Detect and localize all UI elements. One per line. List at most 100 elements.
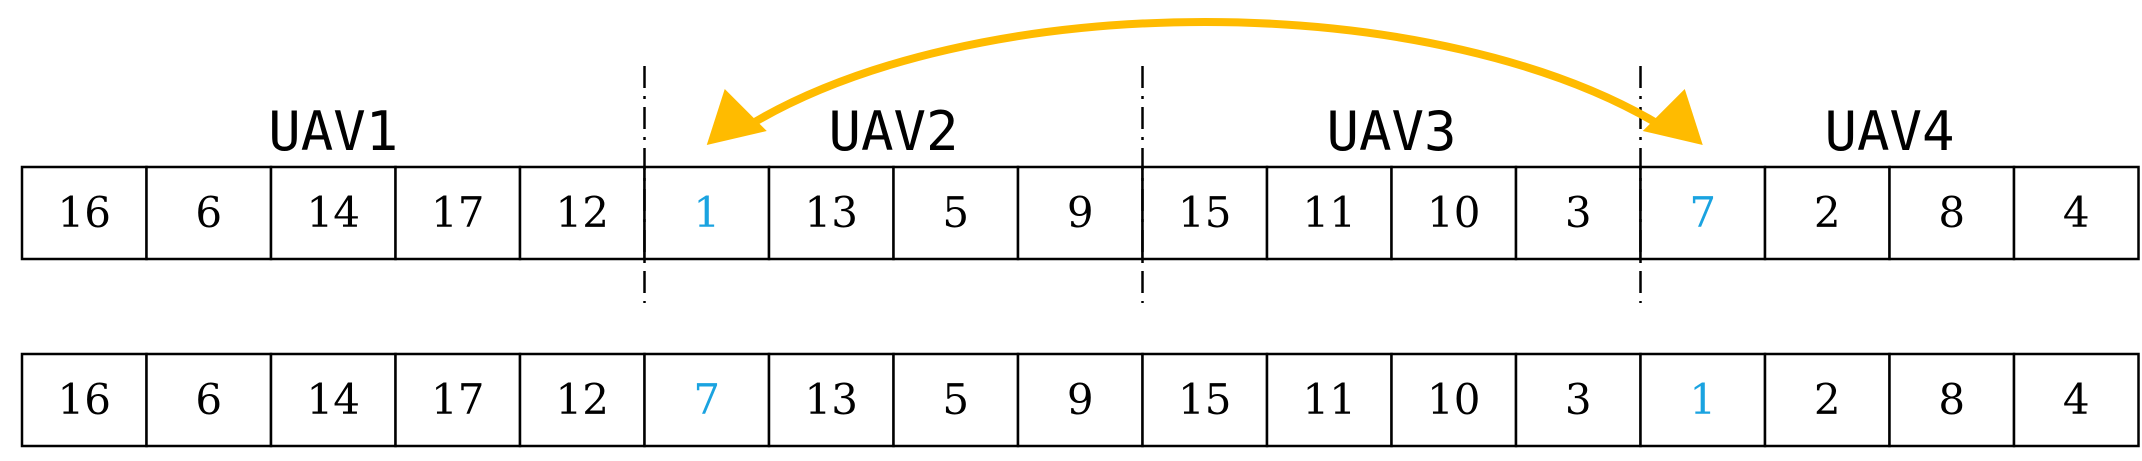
cell-border — [269, 352, 397, 448]
cell-value: 8 — [1938, 188, 1965, 237]
cell: 3 — [1514, 352, 1642, 448]
cell-value: 12 — [556, 375, 609, 424]
cell: 8 — [1888, 352, 2016, 448]
cell-border — [518, 165, 646, 261]
cell-value: 15 — [1178, 375, 1231, 424]
cell: 7 — [643, 352, 771, 448]
cell-border — [892, 352, 1020, 448]
cell-value: 17 — [431, 375, 484, 424]
cell: 5 — [892, 352, 1020, 448]
cell-border — [643, 165, 771, 261]
group-label-3: UAV3 — [1326, 100, 1456, 163]
cell-value: 12 — [556, 188, 609, 237]
cell: 9 — [1016, 352, 1144, 448]
cell-border — [1141, 165, 1269, 261]
cell: 2 — [1763, 165, 1891, 261]
cell-border — [145, 352, 273, 448]
cell-value: 14 — [307, 188, 360, 237]
cell: 9 — [1016, 165, 1144, 261]
cell: 13 — [767, 165, 895, 261]
cell-border — [892, 165, 1020, 261]
cell-border — [1016, 165, 1144, 261]
cell-value: 3 — [1565, 375, 1592, 424]
cell-value: 9 — [1067, 375, 1094, 424]
group-label-4: UAV4 — [1824, 100, 1954, 163]
cell-value-swapped: 7 — [693, 375, 720, 424]
cell: 17 — [394, 165, 522, 261]
group-label-1: UAV1 — [268, 100, 398, 163]
cell: 17 — [394, 352, 522, 448]
cell-border — [2012, 352, 2140, 448]
cell: 4 — [2012, 165, 2140, 261]
cell-value: 8 — [1938, 375, 1965, 424]
cell-value: 14 — [307, 375, 360, 424]
cell-value: 2 — [1814, 188, 1841, 237]
cell-border — [1141, 352, 1269, 448]
cell-value: 16 — [58, 375, 111, 424]
swap-arrow — [706, 18, 1703, 145]
cell-border — [1514, 165, 1642, 261]
cell: 1 — [1639, 352, 1767, 448]
cell: 6 — [145, 165, 273, 261]
group-labels: UAV1 UAV2 UAV3 UAV4 — [268, 100, 1954, 163]
cell-border — [1888, 165, 2016, 261]
cell-value: 5 — [942, 188, 969, 237]
cell-value: 3 — [1565, 188, 1592, 237]
cell: 12 — [518, 352, 646, 448]
cell-value: 9 — [1067, 188, 1094, 237]
cell-value: 2 — [1814, 375, 1841, 424]
cell-border — [269, 165, 397, 261]
arrowhead-left — [706, 89, 767, 145]
cell-value-swapped: 1 — [1689, 375, 1716, 424]
cell: 11 — [1265, 165, 1393, 261]
cell-border — [643, 352, 771, 448]
swap-arc — [732, 18, 1677, 137]
cell-value: 17 — [431, 188, 484, 237]
cell: 1 — [643, 165, 771, 261]
cell: 8 — [1888, 165, 2016, 261]
cell: 10 — [1390, 165, 1518, 261]
cell-value: 15 — [1178, 188, 1231, 237]
group-label-2: UAV2 — [828, 100, 958, 163]
cell: 15 — [1141, 352, 1269, 448]
cell-value: 13 — [805, 188, 858, 237]
cell-value: 4 — [2063, 375, 2090, 424]
cell-value: 11 — [1303, 188, 1356, 237]
row-before-swap: 16 6 14 17 12 1 13 5 9 15 11 10 3 7 2 8 4 — [20, 165, 2140, 261]
cell: 14 — [269, 165, 397, 261]
cell: 15 — [1141, 165, 1269, 261]
cell: 7 — [1639, 165, 1767, 261]
cell-value: 10 — [1427, 188, 1480, 237]
cell-border — [1390, 352, 1518, 448]
cell-value: 6 — [195, 188, 222, 237]
cell: 5 — [892, 165, 1020, 261]
cell-value: 4 — [2063, 188, 2090, 237]
cell-border — [2012, 165, 2140, 261]
arrowhead-right — [1642, 89, 1703, 145]
cell: 4 — [2012, 352, 2140, 448]
cell-value: 16 — [58, 188, 111, 237]
cell-border — [20, 352, 148, 448]
cell-value: 6 — [195, 375, 222, 424]
cell-border — [20, 165, 148, 261]
cell: 6 — [145, 352, 273, 448]
cell-value-swapped: 1 — [693, 188, 720, 237]
cell-value: 13 — [805, 375, 858, 424]
cell-border — [1639, 352, 1767, 448]
cell-border — [767, 165, 895, 261]
cell-value: 11 — [1303, 375, 1356, 424]
cell-border — [394, 352, 522, 448]
cell-border — [518, 352, 646, 448]
cell: 3 — [1514, 165, 1642, 261]
cell-value-swapped: 7 — [1689, 188, 1716, 237]
cell: 2 — [1763, 352, 1891, 448]
cell: 13 — [767, 352, 895, 448]
cell-value: 10 — [1427, 375, 1480, 424]
cell: 14 — [269, 352, 397, 448]
cell-border — [1265, 352, 1393, 448]
cell-border — [145, 165, 273, 261]
cell-value: 5 — [942, 375, 969, 424]
